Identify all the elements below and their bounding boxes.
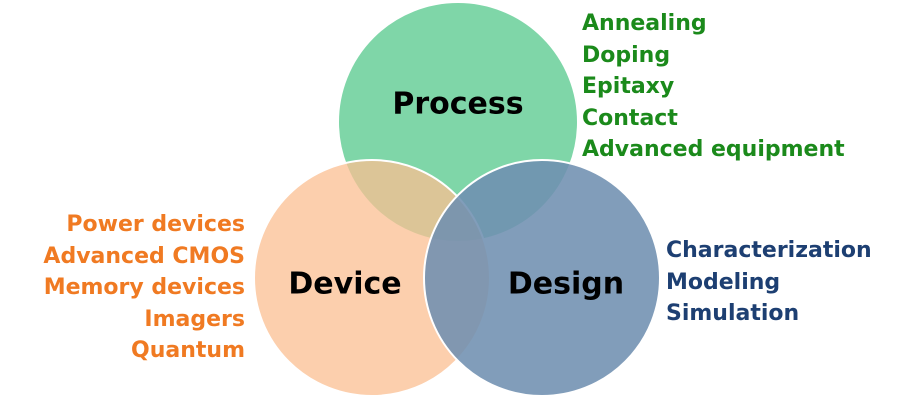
- list-item: Characterization: [666, 238, 872, 263]
- list-item: Power devices: [66, 212, 245, 237]
- list-item: Modeling: [666, 269, 781, 295]
- list-item: Contact: [582, 105, 678, 131]
- design-list: Characterization Modeling Simulation: [666, 235, 872, 330]
- process-list: Annealing Doping Epitaxy Contact Advance…: [582, 8, 845, 166]
- list-item: Doping: [582, 42, 671, 68]
- list-item: Imagers: [144, 306, 245, 332]
- list-item: Annealing: [582, 11, 707, 36]
- device-list: Power devices Advanced CMOS Memory devic…: [43, 209, 245, 367]
- device-label: Device: [288, 266, 402, 302]
- list-item: Quantum: [131, 338, 245, 363]
- list-item: Advanced CMOS: [43, 243, 245, 269]
- list-item: Advanced equipment: [582, 137, 845, 162]
- list-item: Simulation: [666, 301, 800, 326]
- design-label: Design: [507, 266, 625, 302]
- list-item: Memory devices: [43, 275, 245, 300]
- design-circle: [423, 159, 661, 397]
- process-label: Process: [392, 86, 524, 122]
- list-item: Epitaxy: [582, 74, 675, 99]
